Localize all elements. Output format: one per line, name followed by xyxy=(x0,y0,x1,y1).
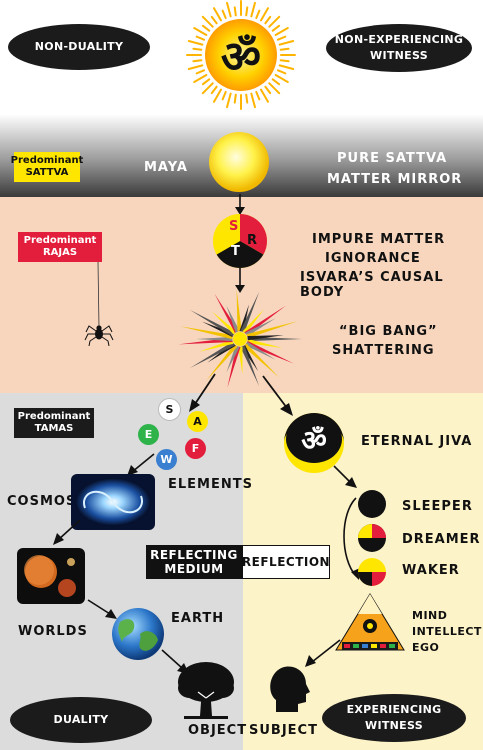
arrow-elements-to-cosmos xyxy=(127,453,155,476)
ignorance-label: IGNORANCE xyxy=(325,251,421,266)
exp-witness-label: WITNESS xyxy=(365,719,423,732)
maya-label: MAYA xyxy=(144,160,188,175)
non-duality-label: NON-DUALITY xyxy=(34,39,124,53)
element-water: W xyxy=(156,449,177,470)
duality-label: DUALITY xyxy=(53,712,109,726)
rajas-tag-line1: Predominant xyxy=(23,235,97,246)
tamas-tag-line2: TAMAS xyxy=(34,423,74,434)
big-bang-icon xyxy=(178,289,302,388)
subtle-body-pyramid-icon xyxy=(335,593,405,651)
reflecting-label: REFLECTING xyxy=(150,547,238,562)
tamas-tag: Predominant TAMAS xyxy=(14,408,94,438)
intellect-label: INTELLECT xyxy=(412,625,482,638)
element-earth: E xyxy=(138,424,159,445)
arrow-worlds-to-earth xyxy=(87,599,117,619)
experiencing-label: EXPERIENCING xyxy=(346,702,442,716)
tree-icon xyxy=(178,662,234,719)
element-space: S xyxy=(158,398,181,421)
guna-r: R xyxy=(247,233,258,248)
rajas-tag-line2: RAJAS xyxy=(42,247,78,258)
earth-label: EARTH xyxy=(171,611,225,626)
impure-matter-label: IMPURE MATTER xyxy=(312,232,446,247)
mind-label: MIND xyxy=(412,609,448,622)
om-sun-icon: ॐ xyxy=(186,0,296,110)
matter-mirror-label: MATTER MIRROR xyxy=(327,172,463,187)
non-experiencing-witness-oval: NON-EXPERIENCING WITNESS xyxy=(326,24,472,72)
element-air: A xyxy=(187,411,208,432)
sattva-tag: Predominant SATTVA xyxy=(11,152,83,182)
arrow-jiva-to-sleeper xyxy=(333,465,357,488)
planets-icon xyxy=(17,548,85,604)
non-duality-oval: NON-DUALITY xyxy=(8,24,150,70)
sattva-tag-line1: Predominant xyxy=(10,155,84,166)
spider-icon xyxy=(84,262,114,346)
guna-s: S xyxy=(229,219,239,234)
gunas-circle: S R T xyxy=(212,213,268,269)
shattering-label: SHATTERING xyxy=(332,343,435,358)
reflection-label: REFLECTION xyxy=(241,555,331,569)
witness-label: WITNESS xyxy=(370,49,428,62)
arrow-cosmos-to-worlds xyxy=(53,519,81,545)
states-cycle-icon xyxy=(343,490,386,586)
arrow-maya-to-gunas xyxy=(235,194,245,215)
eternal-jiva-label: ETERNAL JIVA xyxy=(361,434,473,449)
medium-label: MEDIUM xyxy=(164,562,224,576)
arrows-from-bang xyxy=(189,373,293,416)
waker-label: WAKER xyxy=(402,563,460,578)
dreamer-label: DREAMER xyxy=(402,532,481,547)
sleeper-label: SLEEPER xyxy=(402,499,473,514)
arrow-pyramid-to-subject xyxy=(305,639,341,667)
arrow-gunas-to-bang xyxy=(235,268,245,293)
elements-label: ELEMENTS xyxy=(168,477,253,492)
sattva-tag-line2: SATTVA xyxy=(25,167,69,178)
causal-body-label: ISVARA’S CAUSAL BODY xyxy=(300,270,444,300)
subject-label: SUBJECT xyxy=(249,723,318,738)
guna-t: T xyxy=(231,244,240,259)
ego-label: EGO xyxy=(412,641,440,654)
gunas-circle-icon xyxy=(212,214,268,269)
pure-sattva-sphere-icon xyxy=(209,132,269,192)
head-silhouette-icon xyxy=(270,666,310,712)
galaxy-icon xyxy=(71,474,155,530)
earth-globe-icon xyxy=(112,608,164,660)
eternal-jiva-om-icon: ॐ xyxy=(284,413,344,473)
jiva-om-glyph: ॐ xyxy=(301,424,327,457)
element-fire: F xyxy=(185,438,206,459)
object-label: OBJECT xyxy=(188,723,248,738)
rajas-tag: Predominant RAJAS xyxy=(18,232,102,262)
reflecting-medium-box: REFLECTING MEDIUM xyxy=(146,545,242,579)
worlds-label: WORLDS xyxy=(18,624,88,639)
big-bang-label: “BIG BANG” xyxy=(339,324,438,339)
tamas-tag-line1: Predominant xyxy=(17,411,91,422)
pure-sattva-label: PURE SATTVA xyxy=(337,151,448,166)
om-glyph: ॐ xyxy=(221,32,261,83)
non-experiencing-label: NON-EXPERIENCING xyxy=(334,32,464,46)
cosmos-label: COSMOS xyxy=(7,494,77,509)
duality-oval: DUALITY xyxy=(10,697,152,743)
reflection-box: REFLECTION xyxy=(242,545,330,579)
experiencing-witness-oval: EXPERIENCING WITNESS xyxy=(322,694,466,742)
